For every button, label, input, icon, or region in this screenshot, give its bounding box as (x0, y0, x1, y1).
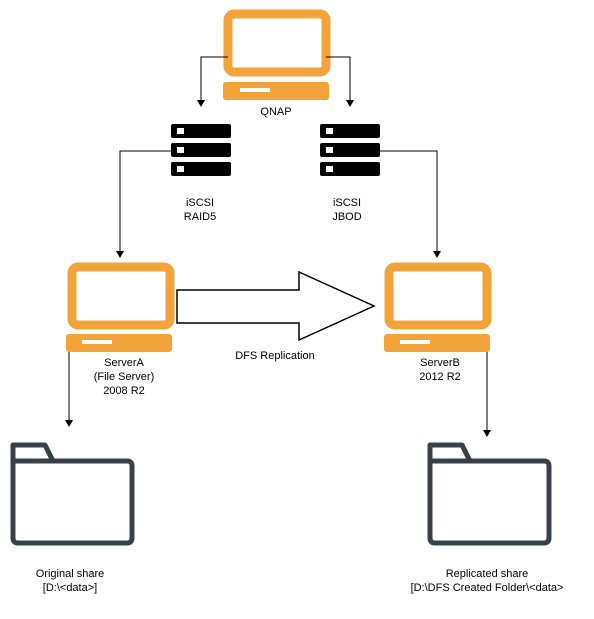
replicated-share-folder-icon (427, 442, 552, 546)
iscsi-raid5-label-line1: iSCSI (185, 197, 215, 209)
storage-raid5-server-rack-icon (171, 124, 231, 176)
connector-qnap-to-jbod (326, 56, 354, 107)
server-b-label-line1: ServerB (420, 357, 460, 369)
server-b-label: ServerB 2012 R2 (395, 356, 485, 384)
original-share-label-line1: Original share (35, 568, 105, 580)
dfs-replication-label: DFS Replication (220, 349, 330, 363)
iscsi-jbod-label: iSCSI JBOD (307, 196, 387, 224)
server-a-label-line3: 2008 R2 (103, 385, 145, 397)
qnap-label-line1: QNAP (260, 106, 292, 118)
dfs-replication-label-text: DFS Replication (235, 350, 315, 362)
replicated-share-label-line2: [D:\DFS Created Folder\<data> (410, 582, 564, 594)
storage-jbod-server-rack-icon (320, 124, 380, 176)
server-b-label-line2: 2012 R2 (419, 371, 461, 383)
original-share-folder-icon (10, 442, 135, 546)
server-b-computer-icon (384, 262, 492, 352)
qnap-label: QNAP (236, 105, 316, 119)
iscsi-raid5-label: iSCSI RAID5 (160, 196, 240, 224)
replicated-share-label: Replicated share [D:\DFS Created Folder\… (392, 567, 582, 595)
server-a-label: ServerA (File Server) 2008 R2 (79, 356, 169, 398)
iscsi-jbod-label-line2: JBOD (332, 211, 362, 223)
original-share-label: Original share [D:\<data>] (20, 567, 120, 595)
original-share-label-line2: [D:\<data>] (42, 582, 98, 594)
iscsi-jbod-label-line1: iSCSI (332, 197, 362, 209)
server-a-label-line1: ServerA (104, 357, 144, 369)
dfs-replication-arrow (176, 270, 376, 342)
replicated-share-label-line1: Replicated share (445, 568, 529, 580)
iscsi-raid5-label-line2: RAID5 (183, 211, 217, 223)
connector-jbod-to-server-b (380, 150, 441, 258)
connector-raid5-to-server-a (116, 150, 171, 258)
server-a-computer-icon (66, 262, 175, 352)
connector-qnap-to-raid5 (197, 56, 228, 107)
server-a-label-line2: (File Server) (93, 371, 155, 383)
qnap-computer-icon (223, 9, 331, 100)
